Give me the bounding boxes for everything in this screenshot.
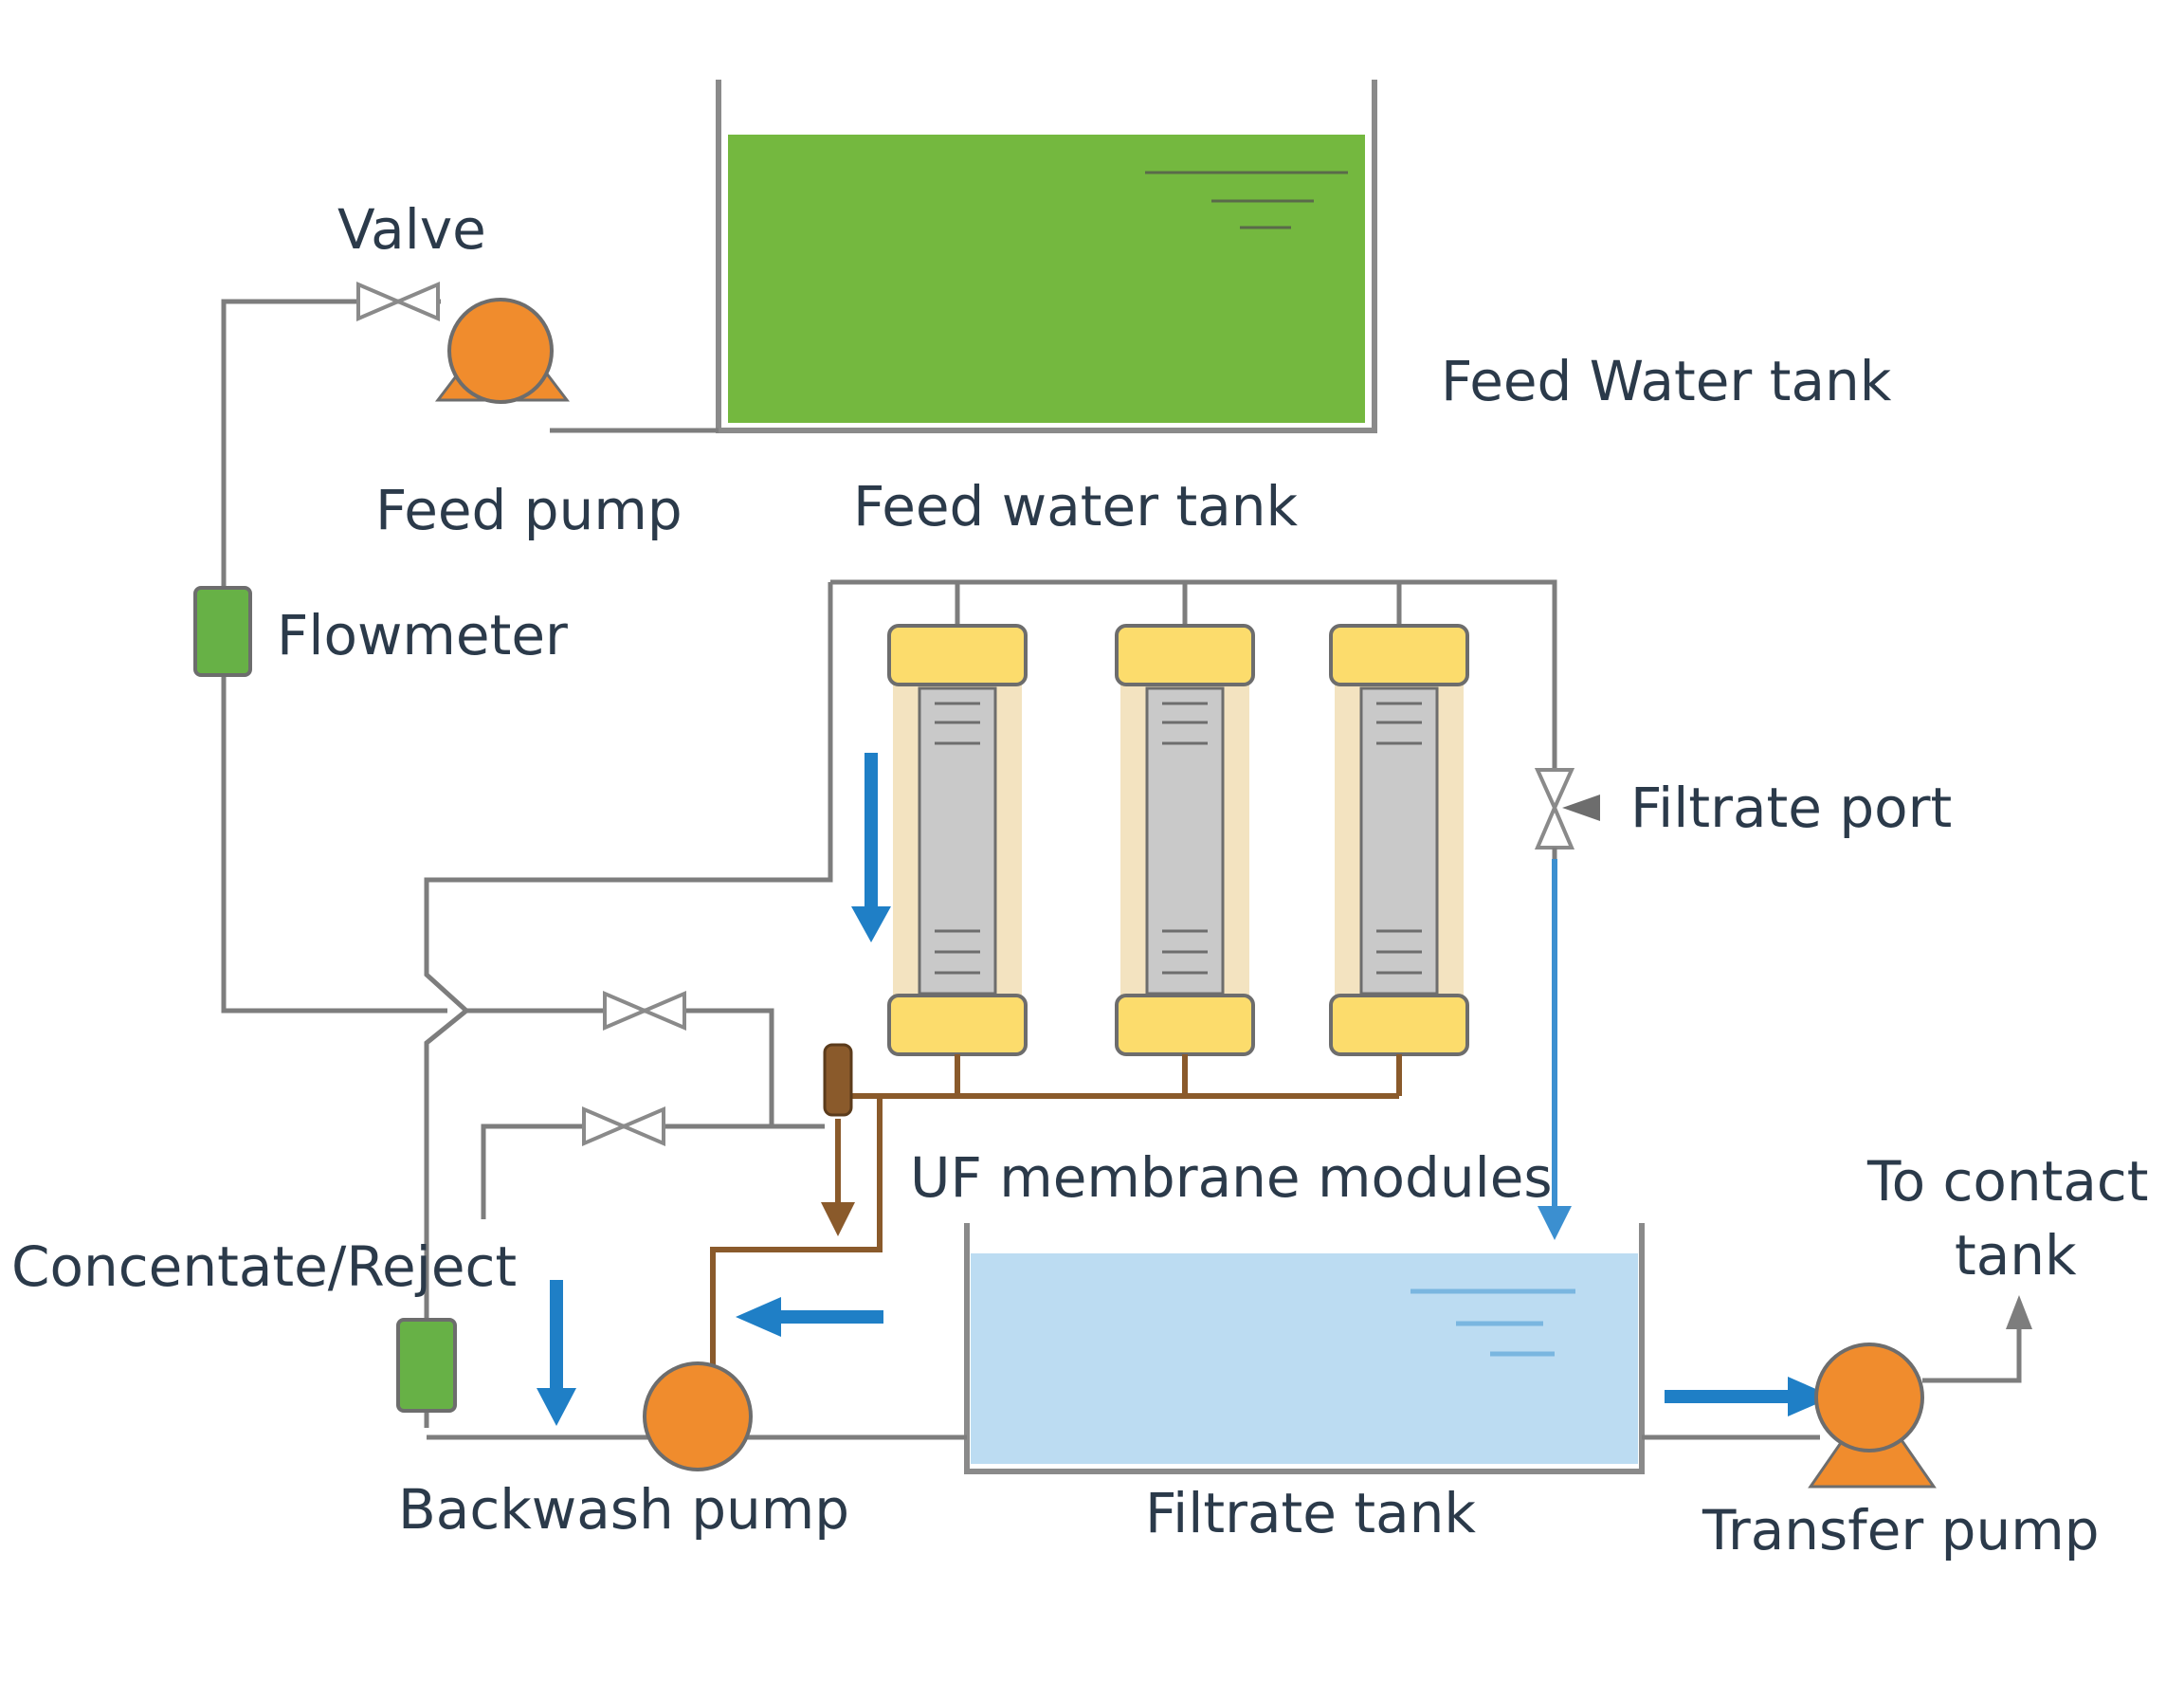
- drain-valve-lower: [582, 1105, 665, 1147]
- flowmeter-label: Flowmeter: [277, 603, 568, 667]
- uf-membrane-modules-label: UF membrane modules: [910, 1145, 1553, 1210]
- flowmeter-icon: [193, 586, 252, 677]
- uf-module-1: [887, 624, 1028, 1056]
- feed-water-tank-label: Feed Water tank: [1441, 349, 1892, 413]
- feed-valve: [356, 281, 440, 322]
- to-contact-tank-label-line1: To contact: [1866, 1149, 2149, 1214]
- feed-pump-label: Feed pump: [375, 478, 682, 542]
- to-contact-tank-pipe: [1922, 1327, 2022, 1383]
- down-arrow-icon: [851, 753, 891, 942]
- uf-module-2: [1115, 624, 1255, 1056]
- valve-label: Valve: [337, 197, 486, 262]
- backwash-pump: [643, 1361, 753, 1471]
- to-contact-tank-label-line2: tank: [1955, 1223, 2077, 1288]
- filtrate-port-valve: [1534, 768, 1600, 850]
- left-arrow-icon: [736, 1297, 883, 1337]
- feed-water-tank-caption: Feed water tank: [853, 474, 1299, 539]
- backwash-pump-label: Backwash pump: [398, 1477, 849, 1542]
- filtrate-tank-label: Filtrate tank: [1145, 1481, 1476, 1545]
- filtrate-tank: [964, 1223, 1645, 1474]
- feed-tank-walls: [716, 80, 1377, 433]
- drain-pipe-upper: [466, 1008, 825, 1129]
- uf-module-3: [1329, 624, 1469, 1056]
- filtrate-tank-walls: [964, 1223, 1645, 1474]
- filtrate-header-pipe: [830, 579, 1557, 770]
- drain-valve-upper: [603, 990, 686, 1032]
- up-arrow-icon: [2006, 1295, 2032, 1329]
- drain-pipe-lower: [481, 1124, 772, 1219]
- feed-pump: [434, 298, 571, 404]
- reject-down-arrow-icon: [537, 1280, 576, 1426]
- concentrate-pipe: [424, 582, 833, 1428]
- right-arrow-icon: [1665, 1377, 1833, 1416]
- feed-water: [728, 135, 1365, 423]
- filtrate-water: [971, 1253, 1638, 1464]
- backwash-flowmeter-icon: [823, 1043, 853, 1117]
- feed-water-tank: [716, 80, 1377, 433]
- reject-flowmeter-icon: [396, 1318, 457, 1413]
- transfer-pump: [1808, 1343, 1937, 1489]
- concentrate-reject-label: Concentate/Reject: [11, 1234, 517, 1299]
- backwash-header: [710, 1054, 1402, 1365]
- filtrate-port-label: Filtrate port: [1630, 776, 1952, 840]
- transfer-pump-label: Transfer pump: [1702, 1498, 2100, 1562]
